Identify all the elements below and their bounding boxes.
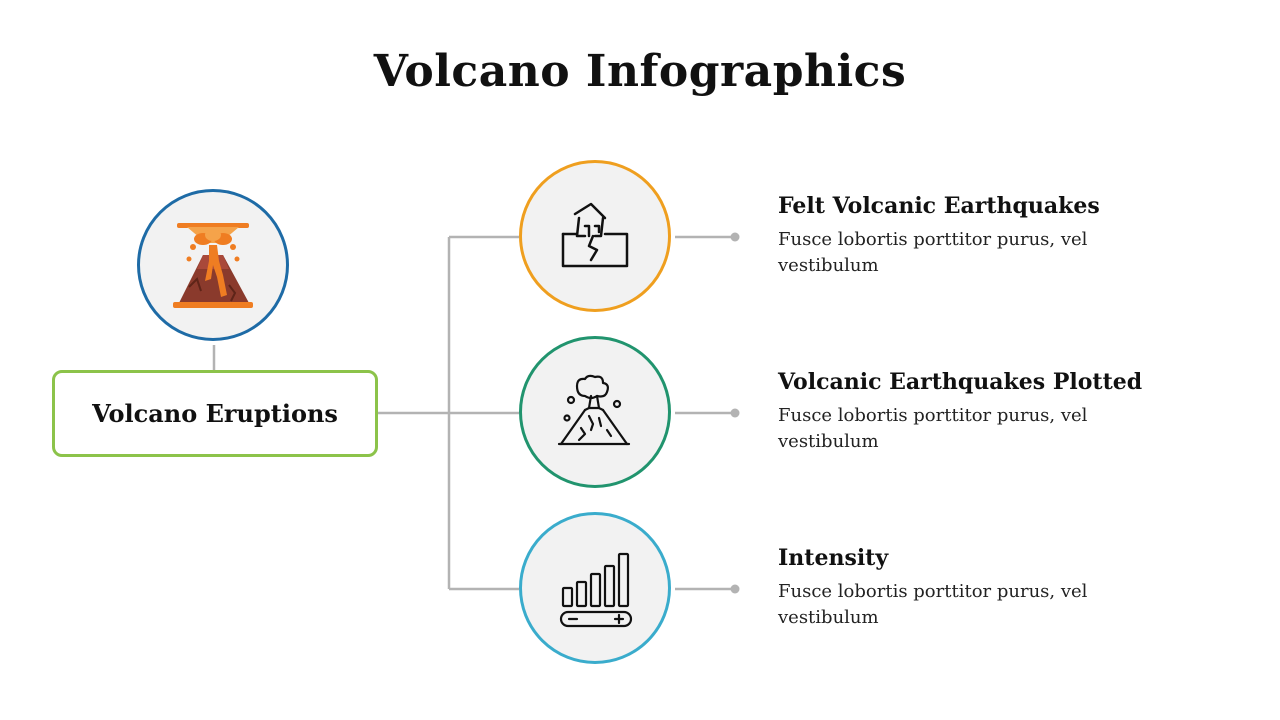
info-item-description: Fusce lobortis porttitor purus, vel vest… <box>778 581 1088 628</box>
info-item-description: Fusce lobortis porttitor purus, vel vest… <box>778 405 1088 452</box>
info-item: Intensity Fusce lobortis porttitor purus… <box>778 545 1158 631</box>
info-item-title: Intensity <box>778 545 889 571</box>
item3-connector-dot <box>730 584 740 594</box>
volcano-outline-icon <box>557 374 631 446</box>
intensity-meter-icon <box>559 552 633 628</box>
info-item: Volcanic Earthquakes Plotted Fusce lobor… <box>778 369 1158 455</box>
item-circle-felt-earthquakes <box>519 160 671 312</box>
main-topic-box: Volcano Eruptions <box>52 370 378 457</box>
info-item-title: Volcanic Earthquakes Plotted <box>778 369 1143 395</box>
earthquake-house-icon <box>561 202 629 268</box>
item-circle-earthquakes-plotted <box>519 336 671 488</box>
main-topic-label: Volcano Eruptions <box>92 399 338 428</box>
item-circle-intensity <box>519 512 671 664</box>
item2-connector-dot <box>730 408 740 418</box>
item1-connector-dot <box>730 232 740 242</box>
main-volcano-circle <box>137 189 289 341</box>
volcano-eruption-icon <box>173 223 253 308</box>
page-title: Volcano Infographics <box>373 46 907 97</box>
info-item-title: Felt Volcanic Earthquakes <box>778 193 1100 219</box>
info-item: Felt Volcanic Earthquakes Fusce lobortis… <box>778 193 1158 279</box>
info-item-description: Fusce lobortis porttitor purus, vel vest… <box>778 229 1088 276</box>
